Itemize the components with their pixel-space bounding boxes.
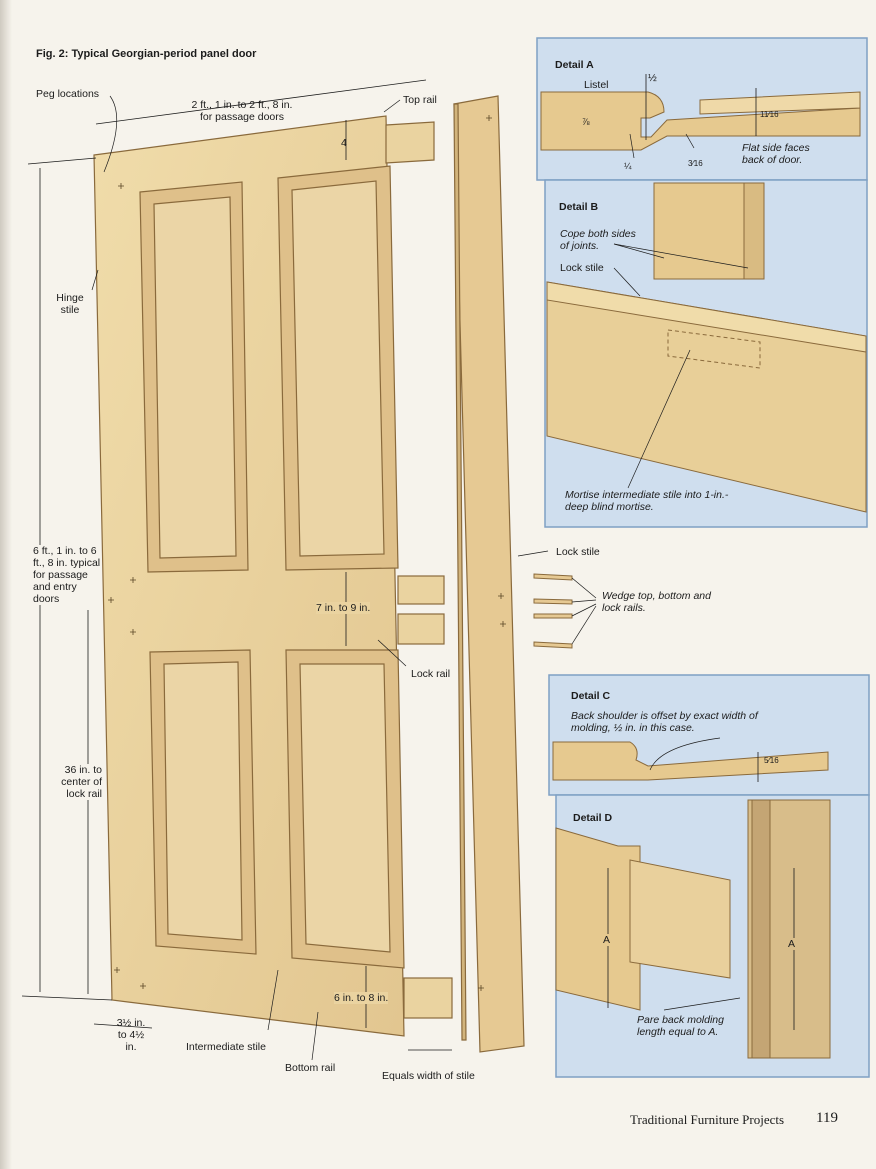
leader-lines (91, 95, 749, 1061)
peg-locations-label: Peg locations (36, 88, 100, 100)
figure-title: Fig. 2: Typical Georgian-period panel do… (36, 48, 257, 60)
lock-stile-part (453, 95, 525, 1053)
detail-a-listel: Listel (584, 79, 609, 91)
detail-c-note: Back shoulder is offset by exact width o… (571, 710, 758, 734)
detail-b-mortise-note: Mortise intermediate stile into 1-in.-de… (565, 489, 729, 513)
detail-a-title: Detail A (555, 59, 594, 71)
book-title-footer: Traditional Furniture Projects (630, 1112, 785, 1127)
detail-a-eleven-sixteenths: 11⁄16 (760, 110, 779, 119)
detail-c-five-sixteenths: 5⁄16 (764, 756, 779, 765)
page-number: 119 (816, 1110, 838, 1126)
lock-height-label: 36 in. to center of lock rail (44, 764, 102, 800)
lock-stile-label: Lock stile (556, 546, 600, 558)
detail-b-title: Detail B (559, 201, 599, 213)
top-rail-dimension: 4 (341, 137, 347, 149)
detail-c-title: Detail C (571, 690, 611, 702)
lock-rail-label: Lock rail (411, 668, 451, 680)
intermediate-stile-label: Intermediate stile (186, 1041, 266, 1053)
bottom-rail-dimension: 6 in. to 8 in. (334, 992, 389, 1004)
stile-width-label: 3½ in. to 4½ in. (116, 1017, 146, 1053)
detail-d-note: Pare back molding length equal to A. (637, 1014, 724, 1038)
detail-a-three-sixteenths: 3⁄16 (688, 159, 703, 168)
height-note-label: 6 ft., 1 in. to 6 ft., 8 in. typical for… (33, 545, 101, 605)
width-note-line1: 2 ft., 1 in. to 2 ft., 8 in. (191, 99, 293, 111)
detail-c-molding (552, 741, 829, 781)
detail-d-a-right: A (788, 938, 796, 950)
detail-b-lock-stile: Lock stile (560, 262, 604, 274)
bottom-rail-label: Bottom rail (285, 1062, 336, 1074)
wedges (533, 573, 573, 649)
page-gutter (0, 0, 12, 1169)
detail-d-title: Detail D (573, 812, 613, 824)
wedge-note-label: Wedge top, bottom and lock rails. (602, 590, 711, 614)
detail-a-half: ½ (648, 72, 657, 84)
width-note-line2: for passage doors (199, 111, 285, 123)
detail-d-parts (555, 799, 831, 1059)
door-main (93, 115, 453, 1037)
detail-b-joint (546, 182, 867, 513)
lock-rail-dimension: 7 in. to 9 in. (316, 602, 371, 614)
detail-a-quarter: ¼ (624, 161, 632, 171)
equals-width-label: Equals width of stile (382, 1070, 475, 1082)
hinge-stile-label: Hinge stile (56, 292, 84, 316)
detail-a-molding (540, 91, 861, 151)
detail-a-note: Flat side faces back of door. (742, 142, 810, 166)
peg-marks (108, 115, 506, 991)
detail-b-cope-note: Cope both sides of joints. (560, 228, 636, 252)
detail-a-seven-eighths: ⅞ (582, 117, 590, 127)
top-rail-label: Top rail (403, 94, 437, 106)
detail-d-a-left: A (603, 934, 611, 946)
